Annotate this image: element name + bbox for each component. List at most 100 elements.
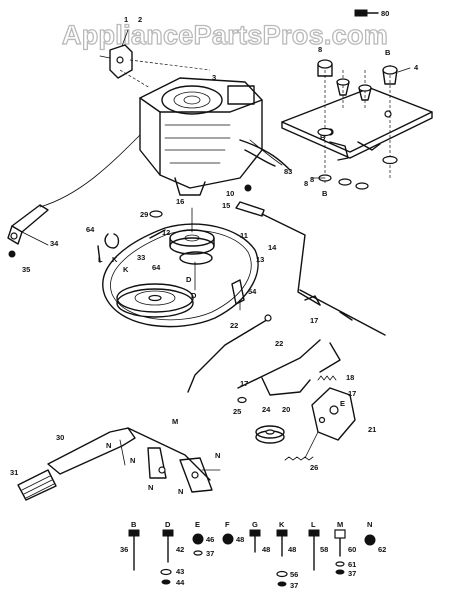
callout-label: 35 <box>22 265 30 274</box>
pulley-24 <box>255 425 285 444</box>
engine-illustration <box>139 77 283 196</box>
callout-label: 29 <box>140 210 148 219</box>
hardware-letter: D <box>165 520 171 529</box>
hardware-part-number: 36 <box>120 545 128 554</box>
callout-label: 33 <box>137 253 145 262</box>
callout-label: E <box>340 399 345 408</box>
throttle-cable <box>239 139 291 171</box>
callout-label: 16 <box>176 197 184 206</box>
hardware-part-number: 42 <box>176 545 184 554</box>
hardware-part-number: 48 <box>236 535 244 544</box>
callout-label: 20 <box>282 405 290 414</box>
callout-label: 24 <box>262 405 271 414</box>
drive-belt <box>102 223 259 328</box>
hardware-letter: G <box>252 520 258 529</box>
rod-22 <box>187 317 271 393</box>
callout-label: 11 <box>240 231 248 240</box>
control-cable <box>39 134 141 208</box>
hardware-part-number: 37 <box>206 549 214 558</box>
hardware-part-number: 62 <box>378 545 386 554</box>
pedal-shaft-30 <box>47 427 221 493</box>
callout-label: 2 <box>138 15 142 24</box>
belt-guide-64 <box>97 233 120 263</box>
hardware-part-number: 48 <box>288 545 296 554</box>
callout-label: K <box>112 255 118 264</box>
hardware-legend <box>128 529 376 587</box>
hardware-letter: B <box>131 520 137 529</box>
hardware-part-number: 37 <box>348 569 356 578</box>
idler-pulley-assembly <box>169 207 215 291</box>
callout-label: D <box>191 291 197 300</box>
washer-25 <box>237 396 247 404</box>
hardware-letter: F <box>225 520 230 529</box>
link-20 <box>261 377 311 396</box>
isolator-mounts <box>317 59 398 190</box>
washer-29 <box>149 210 163 218</box>
callout-label: 30 <box>56 433 64 442</box>
callout-label: 34 <box>50 239 59 248</box>
callout-label: 1 <box>124 15 128 24</box>
callout-label: 15 <box>222 201 230 210</box>
callout-label: 64 <box>86 225 95 234</box>
belt-keeper-54 <box>231 279 245 311</box>
hardware-part-number: 48 <box>262 545 270 554</box>
callout-label: N <box>178 487 183 496</box>
spring-26 <box>284 456 314 461</box>
hardware-part-number: 58 <box>320 545 328 554</box>
callout-label: 26 <box>310 463 318 472</box>
callout-label: 17 <box>348 389 356 398</box>
hardware-letter: N <box>367 520 372 529</box>
spacer-11 <box>235 184 265 217</box>
bracket-part-2 <box>99 29 133 79</box>
callout-label: 14 <box>268 243 277 252</box>
callout-label: L <box>98 255 103 264</box>
callout-label: 18 <box>346 373 354 382</box>
hardware-part-number: 37 <box>290 581 298 590</box>
callout-label: K <box>123 265 129 274</box>
control-lever-34 <box>7 204 49 246</box>
hardware-letter: L <box>311 520 316 529</box>
brake-shaft <box>299 289 386 336</box>
callout-label: N <box>130 456 135 465</box>
callout-label: 17 <box>240 379 248 388</box>
callout-label: 17 <box>310 316 318 325</box>
hardware-part-number: 44 <box>176 578 185 587</box>
callout-label: 64 <box>152 263 161 272</box>
callout-label: 80 <box>381 9 389 18</box>
hardware-letter: M <box>337 520 343 529</box>
callout-label: 54 <box>248 287 257 296</box>
callout-label: 8 <box>318 45 322 54</box>
linkage-rod-14 <box>261 213 321 306</box>
callout-label: 4 <box>414 63 419 72</box>
hardware-part-number: 60 <box>348 545 356 554</box>
rod-17 <box>237 339 321 389</box>
callout-label: 3 <box>212 73 216 82</box>
callout-label: B <box>320 133 326 142</box>
callout-label: N <box>215 451 220 460</box>
callout-label: 83 <box>284 167 292 176</box>
callout-label: M <box>172 417 178 426</box>
hardware-part-number: 43 <box>176 567 184 576</box>
callout-labels: 1 2 3 4 8 80 B B 8 B 83 10 15 16 29 11 1… <box>10 9 419 496</box>
hardware-part-number: 61 <box>348 560 356 569</box>
callout-label: B <box>322 189 328 198</box>
pedal-grip-31 <box>17 469 57 501</box>
drive-pulley <box>116 283 194 318</box>
mounting-plate <box>281 87 433 161</box>
callout-label: 25 <box>233 407 241 416</box>
bolt-80 <box>354 9 379 17</box>
hardware-legend-labels: B 36 D 42 E 46 37 F 48 G 48 K 48 56 37 L… <box>120 520 386 590</box>
watermark-text: AppliancePartsPros.com <box>62 20 388 50</box>
callout-label: 10 <box>226 189 234 198</box>
callout-label: N <box>148 483 153 492</box>
callout-label: 22 <box>230 321 238 330</box>
callout-label: 21 <box>368 425 376 434</box>
callout-label: 12 <box>162 228 170 237</box>
hardware-part-number: 46 <box>206 535 214 544</box>
callout-label: D <box>186 275 192 284</box>
callout-label: N <box>106 441 111 450</box>
callout-label: 22 <box>275 339 283 348</box>
callout-label: B <box>385 48 391 57</box>
hardware-letter: K <box>279 520 285 529</box>
